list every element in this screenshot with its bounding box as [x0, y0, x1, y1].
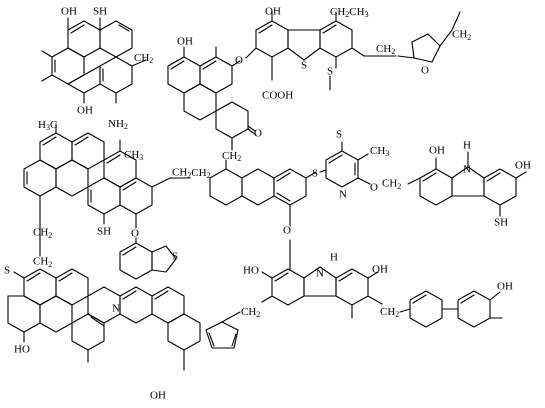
oh-carbazole-bottom-label: OH — [372, 264, 388, 276]
sh-carbazole-right-label: SH — [494, 217, 508, 229]
o-ether-top-label: O — [235, 55, 243, 67]
s-methylthio-top-label: S — [327, 66, 333, 78]
oh-biphenyl-label: OH — [497, 281, 513, 293]
oh-carbazole-right-label: OH — [429, 145, 445, 157]
carbazole-fragment-right — [407, 151, 527, 217]
ketone-o-label: O — [254, 128, 262, 140]
sh-label-top-left: SH — [93, 6, 107, 18]
oh-label-top-left: OH — [61, 6, 77, 18]
s-thiophene-label: S — [301, 60, 307, 72]
s-pyridine-top-label: S — [336, 129, 342, 141]
ch2-cyclopentadiene-label: CH2 — [241, 306, 260, 319]
naphthol-ketone-fragment — [167, 46, 257, 151]
n-acridine-label: N — [112, 303, 120, 315]
s-benzothiophene-label: S — [172, 251, 178, 263]
oh-label-naphthol: OH — [177, 36, 193, 48]
ch2-left-label: CH2 — [33, 227, 52, 240]
oh-carbazole-right2-label: OH — [515, 160, 531, 172]
n-pyridine-label: N — [339, 189, 347, 201]
ch2-pyridine-carbazole-label: CH2 — [382, 178, 401, 191]
furan-ch2-label: CH2 — [452, 29, 471, 42]
ch2-left2-label: CH2 — [33, 256, 52, 269]
pyrene-fragment-top-left — [41, 17, 147, 104]
n-carbazole-bottom-label: N — [316, 268, 324, 280]
oh-label-mid-left: OH — [77, 105, 93, 117]
oh-label-dibenzothiophene: OH — [265, 6, 281, 18]
ch2-biphenyl-label: CH2 — [380, 306, 399, 319]
n-carbazole-right-label: N — [463, 164, 471, 176]
biphenyl-fragment — [399, 290, 503, 328]
furan-fragment — [397, 11, 461, 63]
ho-carbazole-bottom-label: HO — [243, 265, 259, 277]
benzothiophene-fragment — [119, 237, 177, 280]
s-link-label: S — [312, 168, 318, 180]
s-methylthio-left-label: S — [4, 265, 10, 277]
h3c-label: H3C — [38, 119, 57, 132]
carbazole-fragment-bottom — [261, 239, 383, 319]
cooh-label: COOH — [262, 90, 293, 102]
nh2-label: NH2 — [108, 118, 128, 131]
ch2ch2-label: CH2CH2 — [172, 167, 211, 180]
h-carbazole-bottom-label: H — [330, 252, 338, 264]
ho-left-label: HO — [14, 344, 30, 356]
acridine-fragment — [7, 268, 201, 371]
furan-o-label: O — [421, 65, 429, 77]
h-carbazole-right-label: H — [463, 140, 471, 152]
ch3-phen-label: CH3 — [124, 149, 143, 162]
o-pyridine-label: O — [370, 182, 378, 194]
oh-bottom-label: OH — [150, 390, 166, 402]
sh-phen-label: SH — [97, 226, 111, 238]
o-anthracene-label: O — [283, 225, 291, 237]
ch2-mid-label: CH2 — [222, 150, 241, 163]
o-benzothiophene-label: O — [131, 228, 139, 240]
pyridine-fragment — [319, 141, 371, 188]
ch3-pyridine-label: CH3 — [370, 145, 389, 158]
dibenzothiophene-fragment — [245, 11, 397, 91]
cyclopentadiene-fragment — [205, 311, 241, 349]
benzophenanthrene-fragment — [23, 123, 191, 257]
ch2-link-top-label: CH2 — [134, 52, 153, 65]
ethyl-label: CH2CH3 — [330, 6, 369, 19]
anthracene-fragment — [209, 159, 317, 227]
ch2-furan-label: CH2 — [376, 43, 395, 56]
